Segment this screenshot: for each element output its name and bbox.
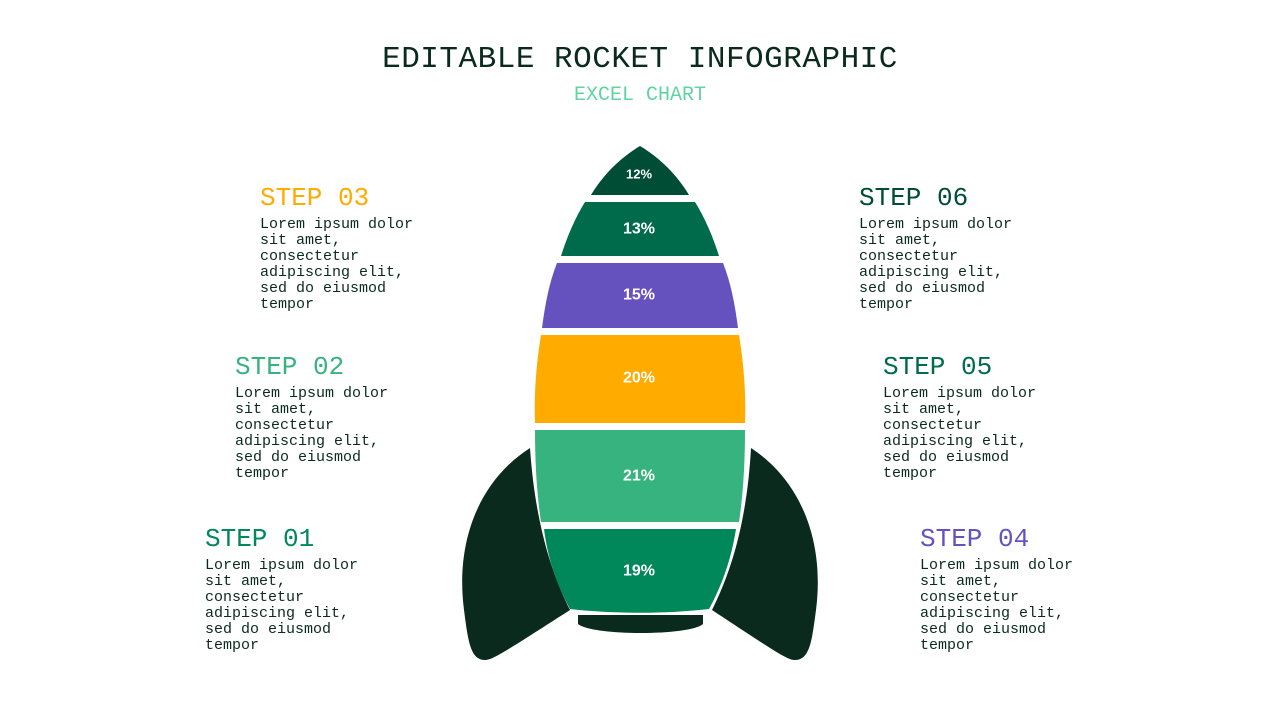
step-05: STEP 05 Lorem ipsum dolor sit amet, cons… [883,352,1043,482]
rocket-segment-6 [544,529,736,613]
rocket-nozzle [578,615,703,633]
rocket-body-segments [534,146,746,613]
step-02-text: Lorem ipsum dolor sit amet, consectetur … [235,385,389,482]
left-fin [462,448,570,660]
step-06-title: STEP 06 [859,183,969,213]
rocket-fins [462,448,818,660]
rocket-segment-3-label: 15% [623,287,655,304]
step-03-text: Lorem ipsum dolor sit amet, consectetur … [260,216,414,313]
step-04-text: Lorem ipsum dolor sit amet, consectetur … [920,557,1074,654]
step-02: STEP 02 Lorem ipsum dolor sit amet, cons… [235,352,395,482]
page-title: EDITABLE ROCKET INFOGRAPHIC [382,42,898,77]
step-02-title: STEP 02 [235,352,345,382]
rocket-segment-1-label: 12% [626,167,652,182]
right-fin [712,448,818,660]
step-05-title: STEP 05 [883,352,993,382]
rocket-segment-4-label: 20% [623,370,655,387]
rocket-segment-5-label: 21% [623,468,655,485]
step-04-title: STEP 04 [920,524,1030,554]
rocket-segment-2 [561,202,719,256]
step-05-text: Lorem ipsum dolor sit amet, consectetur … [883,385,1037,482]
step-06-text: Lorem ipsum dolor sit amet, consectetur … [859,216,1013,313]
rocket-segment-1 [591,146,689,195]
step-03-title: STEP 03 [260,183,370,213]
rocket-segment-labels: 12% 13% 15% 20% 21% 19% [623,167,655,580]
rocket-segment-4 [534,335,746,423]
rocket-segment-6-label: 19% [623,563,655,580]
step-04: STEP 04 Lorem ipsum dolor sit amet, cons… [920,524,1080,654]
rocket-segment-5 [535,430,745,522]
step-01: STEP 01 Lorem ipsum dolor sit amet, cons… [205,524,365,654]
step-01-text: Lorem ipsum dolor sit amet, consectetur … [205,557,359,654]
step-01-title: STEP 01 [205,524,315,554]
rocket-segment-2-label: 13% [623,221,655,238]
step-06: STEP 06 Lorem ipsum dolor sit amet, cons… [859,183,1019,313]
rocket-segment-3 [542,263,738,328]
page-subtitle: EXCEL CHART [573,84,707,107]
step-03: STEP 03 Lorem ipsum dolor sit amet, cons… [260,183,420,313]
